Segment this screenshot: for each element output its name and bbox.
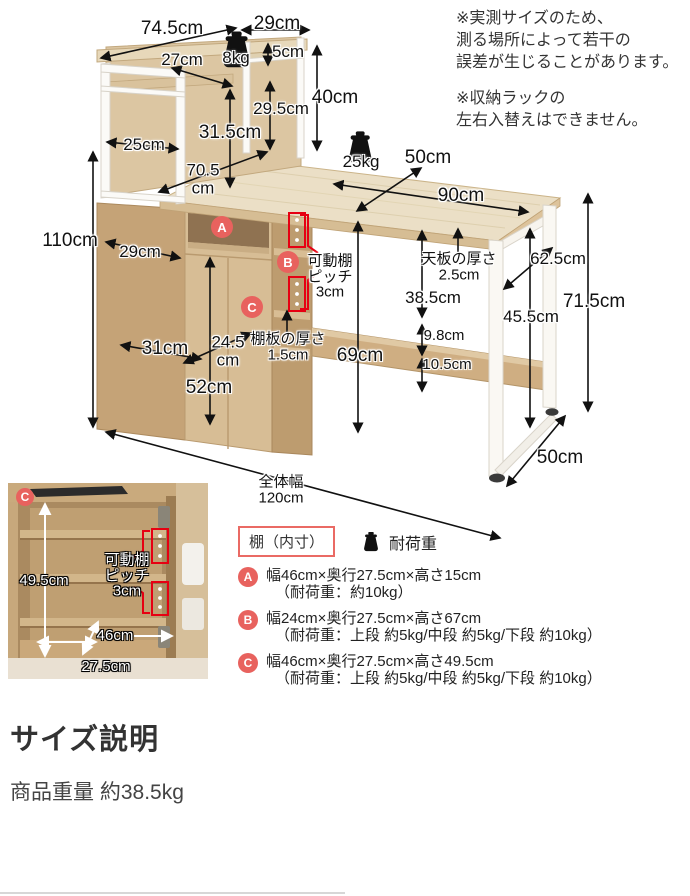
note-line: 誤差が生じることがあります。 [456, 54, 679, 71]
legend-size-a: 幅46cm×奥行27.5cm×高さ15cm [266, 567, 482, 584]
dim-desk-height: 71.5cm [562, 291, 626, 313]
weight-label-desk: 25kg [342, 152, 380, 172]
dim-shelf-depth: 27cm [161, 50, 203, 70]
legend-row-c: C 幅46cm×奥行27.5cm×高さ49.5cm （耐荷重：上段 約5kg/中… [238, 653, 690, 687]
dim-mid-gap: 29.5cm [253, 99, 309, 119]
note-line: ※実測サイズのため、 [456, 10, 613, 27]
inset-photo [8, 483, 208, 679]
note-line: 測る場所によって若干の [456, 32, 631, 49]
dim-cabinet-width: 31cm [141, 338, 189, 360]
product-weight-text: 商品重量 約38.5kg [10, 781, 184, 804]
section-divider [0, 892, 345, 894]
inset-width: 46cm [96, 627, 134, 645]
dim-rack-width: 74.5cm [140, 18, 204, 40]
legend-marker-a: A [238, 567, 258, 587]
desk-leg-frame [488, 204, 559, 483]
legend-load-b: （耐荷重：上段 約5kg/中段 約5kg/下段 約10kg） [275, 627, 602, 644]
dim-desk-depth: 50cm [404, 147, 452, 169]
dim-leg-depth: 50cm [536, 447, 584, 469]
dim-bar-floor-gap: 10.5cm [422, 356, 472, 374]
dim-right-height: 40cm [311, 87, 359, 109]
note-line: 左右入替えはできません。 [456, 112, 648, 129]
dim-rack-right-width: 29cm [253, 13, 301, 35]
dim-under-desk-height: 69cm [336, 345, 384, 367]
legend-load-a: （耐荷重：約10kg） [275, 584, 413, 601]
dimension-arrows [87, 24, 594, 541]
marker-a: A [211, 216, 233, 238]
shelf-legend: 棚（内寸） 耐荷重 A 幅46cm×奥行27.5cm×高さ15cm （耐荷重：約… [238, 526, 690, 696]
size-description-heading: サイズ説明 [10, 724, 160, 756]
legend-size-b: 幅24cm×奥行27.5cm×高さ67cm [266, 610, 482, 627]
dim-top-gap: 5cm [271, 42, 305, 62]
dim-bar-height: 9.8cm [423, 327, 465, 345]
measurement-notes: ※実測サイズのため、 測る場所によって若干の 誤差が生じることがあります。 ※収… [456, 8, 678, 146]
dim-cabinet-height: 52cm [185, 377, 233, 399]
dim-total-height: 110cm [42, 230, 98, 252]
legend-size-c: 幅46cm×奥行27.5cm×高さ49.5cm [266, 653, 494, 670]
legend-row-b: B 幅24cm×奥行27.5cm×高さ67cm （耐荷重：上段 約5kg/中段 … [238, 610, 690, 644]
dim-desk-width: 90cm [437, 185, 485, 207]
dim-cabinet-depth: 29cm [119, 242, 161, 262]
weight-icon-legend [364, 531, 378, 551]
dim-left-inner-height: 31.5cm [198, 122, 262, 144]
marker-c: C [241, 296, 263, 318]
inset-marker-c: C [16, 488, 34, 506]
dim-leg-inner-height: 45.5cm [503, 307, 559, 327]
inset-depth: 27.5cm [81, 658, 131, 676]
legend-load-title: 耐荷重 [389, 535, 438, 553]
pin-hole-boxes-main [288, 212, 319, 312]
legend-marker-c: C [238, 653, 258, 673]
weight-label-rack: 8kg [222, 48, 250, 68]
dim-side-depth: 25cm [123, 135, 165, 155]
marker-b: B [277, 251, 299, 273]
legend-row-a: A 幅46cm×奥行27.5cm×高さ15cm （耐荷重：約10kg） [238, 567, 690, 601]
note-line: ※収納ラックの [456, 90, 566, 107]
legend-load-c: （耐荷重：上段 約5kg/中段 約5kg/下段 約10kg） [275, 670, 602, 687]
cabinet-drawing [96, 202, 313, 456]
weight-icon-25kg [348, 131, 372, 163]
desk-crossbar-top [312, 328, 546, 368]
legend-title-inner-size: 棚（内寸） [238, 526, 336, 557]
dim-clearance: 38.5cm [405, 288, 461, 308]
legend-marker-b: B [238, 610, 258, 630]
inset-height: 49.5cm [19, 572, 69, 590]
dim-leg-diag: 62.5cm [530, 249, 586, 269]
